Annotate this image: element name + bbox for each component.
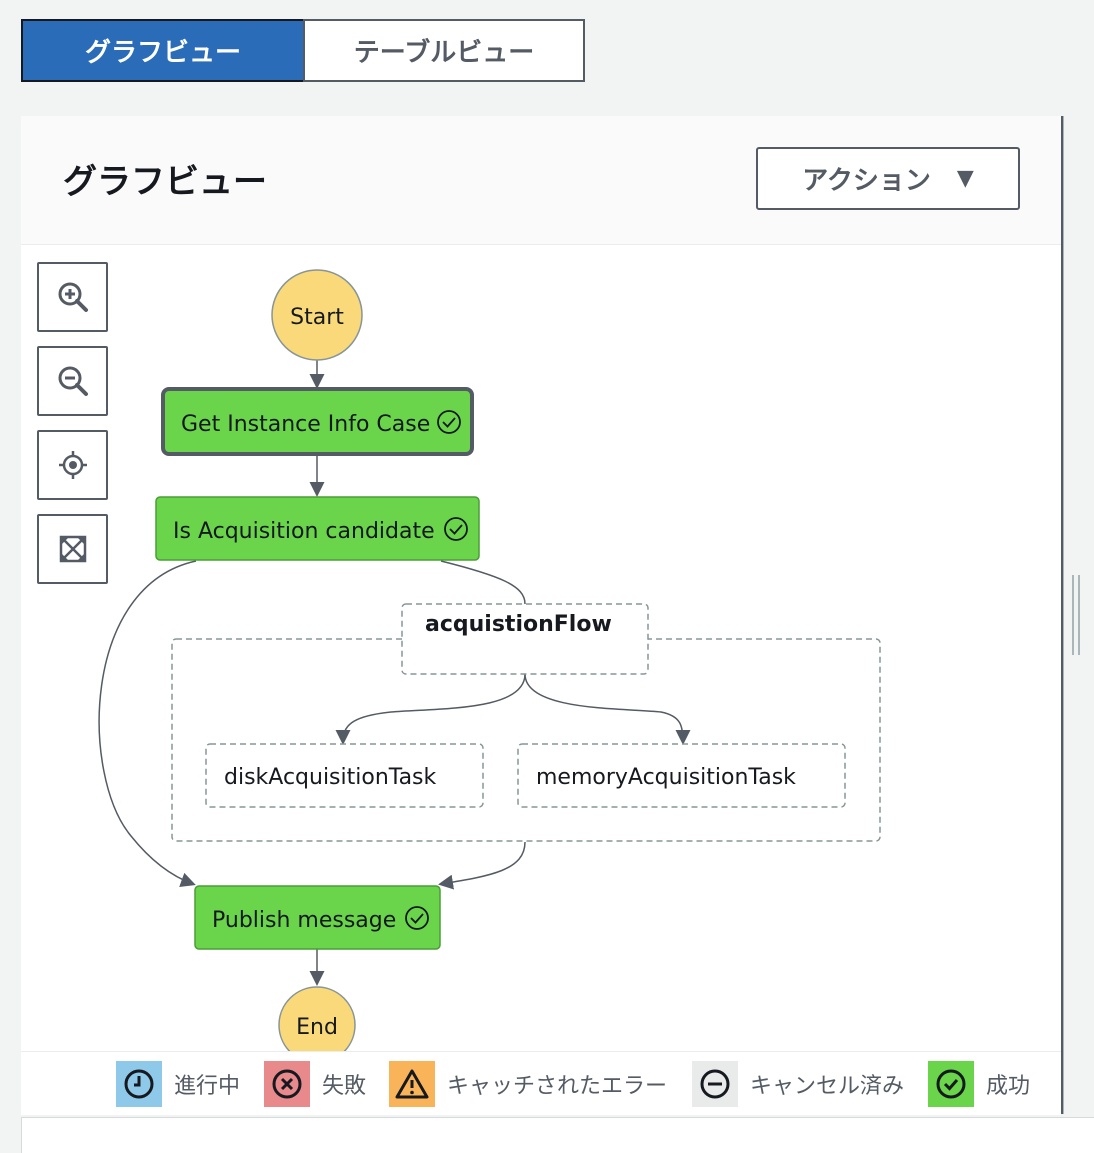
status-legend: 進行中 失敗 キャッチされたエラー キャンセル済み 成功 <box>21 1051 1061 1115</box>
panel-title: グラフビュー <box>63 162 267 202</box>
end-node[interactable] <box>278 986 356 1051</box>
caret-down-icon: ▼ <box>956 166 974 191</box>
graph-edges <box>98 360 691 986</box>
publish-label: Publish message <box>212 908 396 933</box>
state-machine-graph: acquistionFlow diskAcquisitionTask memor… <box>98 269 881 1051</box>
legend-failed: 失敗 <box>264 1061 366 1107</box>
tab-graph-view[interactable]: グラフビュー <box>21 19 303 82</box>
view-tabs: グラフビュー テーブルビュー <box>21 19 585 82</box>
panel-header: グラフビュー アクション ▼ <box>21 116 1061 245</box>
is-acquisition-node[interactable] <box>155 496 480 561</box>
check-circle-icon <box>437 410 461 434</box>
details-panel <box>21 1117 1094 1153</box>
warning-icon <box>389 1061 435 1107</box>
actions-label: アクション <box>802 166 931 196</box>
legend-label: キャンセル済み <box>750 1074 905 1099</box>
center-icon <box>58 451 87 479</box>
is-acquisition-label: Is Acquisition candidate <box>173 519 435 544</box>
parallel-group-label: acquistionFlow <box>425 612 612 637</box>
parallel-group-header[interactable] <box>401 603 649 675</box>
legend-label: 成功 <box>986 1074 1031 1099</box>
legend-cancelled: キャンセル済み <box>692 1061 904 1107</box>
check-circle-icon <box>444 517 468 541</box>
x-circle-icon <box>264 1061 310 1107</box>
actions-dropdown-button[interactable]: アクション ▼ <box>756 147 1020 210</box>
disk-task-label: diskAcquisitionTask <box>224 765 437 790</box>
end-label: End <box>296 1015 338 1040</box>
check-circle-icon <box>928 1061 974 1107</box>
legend-succeeded: 成功 <box>928 1061 1030 1107</box>
legend-label: 進行中 <box>174 1074 241 1099</box>
legend-caught-error: キャッチされたエラー <box>389 1061 667 1107</box>
fit-icon <box>59 535 86 563</box>
disk-task-node[interactable] <box>205 743 484 808</box>
zoom-in-button[interactable] <box>37 262 108 332</box>
minus-circle-icon <box>692 1061 738 1107</box>
zoom-out-icon <box>58 366 88 396</box>
publish-node[interactable] <box>194 885 441 950</box>
clock-icon <box>116 1061 162 1107</box>
memory-task-node[interactable] <box>517 743 846 808</box>
legend-label: 失敗 <box>322 1074 367 1099</box>
center-button[interactable] <box>37 430 108 500</box>
zoom-out-button[interactable] <box>37 346 108 416</box>
graph-panel: グラフビュー アクション ▼ <box>21 116 1063 1115</box>
legend-label: キャッチされたエラー <box>447 1074 668 1099</box>
legend-in-progress: 進行中 <box>116 1061 240 1107</box>
start-label: Start <box>290 305 344 330</box>
get-instance-node[interactable] <box>161 387 474 456</box>
split-divider <box>1063 116 1064 1114</box>
tab-table-view[interactable]: テーブルビュー <box>303 19 585 82</box>
check-circle-icon <box>405 906 429 930</box>
zoom-in-icon <box>58 282 88 312</box>
resize-handle[interactable] <box>1072 575 1080 655</box>
fit-button[interactable] <box>37 514 108 584</box>
get-instance-label: Get Instance Info Case <box>181 412 430 437</box>
memory-task-label: memoryAcquisitionTask <box>536 765 796 790</box>
start-node[interactable] <box>271 269 363 361</box>
